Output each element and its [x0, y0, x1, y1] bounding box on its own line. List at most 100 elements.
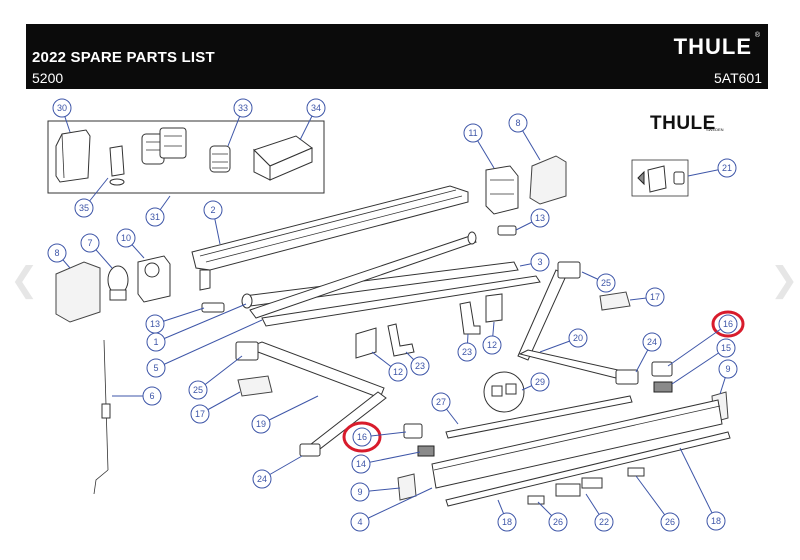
callout-11: 11 — [463, 123, 483, 143]
callout-label: 9 — [725, 364, 730, 374]
part-clip-26-right — [627, 467, 645, 477]
callout-8: 8 — [508, 113, 528, 133]
callout-5: 5 — [146, 358, 166, 378]
callout-18: 18 — [706, 511, 726, 531]
callout-circle — [145, 207, 165, 227]
callout-12: 12 — [482, 335, 502, 355]
callout-circle — [642, 332, 662, 352]
callout-16: 16 — [352, 427, 372, 447]
part-crank-handle — [93, 339, 111, 495]
part-arm-right — [517, 261, 639, 385]
part-fabric-lower — [261, 275, 541, 327]
callout-leader-line — [155, 303, 247, 343]
callout-circle — [74, 198, 94, 218]
callout-circle — [508, 113, 528, 133]
callout-label: 17 — [195, 409, 205, 419]
callout-leader-line — [260, 395, 319, 425]
callout-circle — [497, 512, 517, 532]
callout-circle — [146, 358, 166, 378]
callout-label: 30 — [57, 103, 67, 113]
part-motor-assembly — [141, 127, 187, 165]
part-front-profile — [191, 185, 469, 291]
part-control-box — [55, 129, 91, 183]
callout-4: 4 — [350, 512, 370, 532]
callout-label: 13 — [535, 213, 545, 223]
callout-23: 23 — [410, 356, 430, 376]
page-title: 2022 SPARE PARTS LIST — [32, 49, 215, 66]
part-connector-33 — [209, 145, 231, 173]
callout-circle — [146, 332, 166, 352]
callout-leader-line — [667, 323, 729, 367]
part-cover-17-right — [599, 291, 631, 311]
callout-label: 34 — [311, 103, 321, 113]
callout-3: 3 — [530, 252, 550, 272]
part-slider-22 — [555, 477, 603, 497]
part-bracket-35 — [109, 145, 125, 186]
callout-circle — [351, 454, 371, 474]
callout-7: 7 — [80, 233, 100, 253]
callout-23: 23 — [457, 342, 477, 362]
callout-circle — [80, 233, 100, 253]
callout-label: 11 — [468, 128, 477, 138]
callout-label: 23 — [415, 361, 425, 371]
callout-26: 26 — [548, 512, 568, 532]
callout-circle — [530, 372, 550, 392]
callout-leader-line — [359, 487, 433, 523]
part-lower-rail — [445, 431, 731, 507]
callout-label: 21 — [722, 163, 732, 173]
callout-label: 24 — [257, 474, 267, 484]
callout-circle — [203, 200, 223, 220]
callout-label: 7 — [87, 238, 92, 248]
part-detail-29 — [483, 371, 525, 413]
callout-leader-line — [635, 475, 671, 523]
callout-label: 12 — [487, 340, 497, 350]
callout-label: 23 — [462, 347, 472, 357]
next-arrow-icon[interactable]: ❯ — [770, 260, 799, 300]
part-arm-left — [235, 341, 387, 457]
callout-19: 19 — [251, 414, 271, 434]
callout-29: 29 — [530, 372, 550, 392]
callout-27: 27 — [431, 392, 451, 412]
registered-mark: ® — [754, 32, 760, 39]
callout-label: 8 — [515, 118, 520, 128]
callout-label: 20 — [573, 333, 583, 343]
callout-label: 25 — [601, 278, 611, 288]
part-bracket-16-right — [651, 361, 673, 377]
callout-circle — [431, 392, 451, 412]
part-bracket-23-right — [459, 301, 481, 335]
callout-circle — [568, 328, 588, 348]
callout-circle — [251, 414, 271, 434]
callout-circle — [233, 98, 253, 118]
secondary-brand-logo: THULE — [650, 113, 716, 134]
callout-circle — [530, 252, 550, 272]
prev-arrow-icon[interactable]: ❮ — [10, 260, 39, 300]
part-gear-7 — [107, 265, 129, 301]
callout-label: 4 — [357, 517, 362, 527]
callout-circle — [596, 273, 616, 293]
callout-circle — [188, 380, 208, 400]
callout-circle — [718, 314, 738, 334]
callout-label: 26 — [665, 517, 675, 527]
product-code: 5AT601 — [714, 70, 762, 86]
accessories-box — [47, 120, 325, 194]
part-cover-17-left — [237, 375, 273, 397]
callout-24: 24 — [252, 469, 272, 489]
part-end-cap-9-left — [397, 473, 417, 501]
callout-label: 6 — [149, 391, 154, 401]
callout-label: 10 — [121, 233, 131, 243]
callout-label: 5 — [153, 363, 158, 373]
callout-label: 12 — [393, 367, 403, 377]
callout-circle — [388, 362, 408, 382]
callout-circle — [116, 228, 136, 248]
part-guide-14 — [417, 445, 435, 457]
header-bar: 2022 SPARE PARTS LIST 5200 5AT601 THULE … — [26, 24, 768, 89]
callout-14: 14 — [351, 454, 371, 474]
part-bar-27 — [445, 395, 633, 439]
callout-26: 26 — [660, 512, 680, 532]
callout-17: 17 — [190, 404, 210, 424]
callout-circle — [350, 482, 370, 502]
callout-6: 6 — [142, 386, 162, 406]
part-receiver-34 — [253, 135, 313, 181]
callout-label: 27 — [436, 397, 446, 407]
